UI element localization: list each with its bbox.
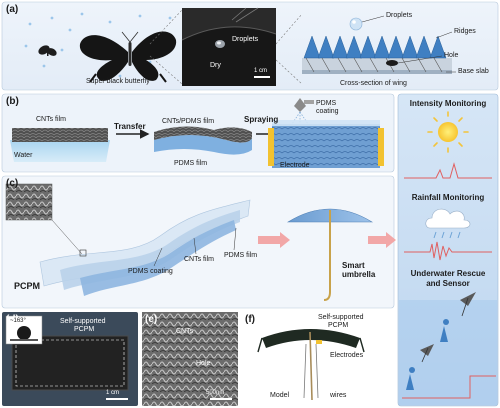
label-rainfall: Rainfall Monitoring bbox=[411, 193, 485, 202]
panel-letter-d: (d) bbox=[6, 314, 19, 325]
panel-letter-e: (e) bbox=[145, 314, 158, 325]
leader-pdms-coating bbox=[153, 247, 163, 267]
label-electrodes-f: Electrodes bbox=[330, 352, 364, 359]
sem-image-e bbox=[142, 312, 238, 406]
label-cnts-film-c: CNTs film bbox=[184, 256, 214, 263]
inset-connector bbox=[51, 219, 83, 255]
label-intensity: Intensity Monitoring bbox=[409, 99, 487, 108]
label-rescue-2: and Sensor bbox=[426, 279, 470, 288]
leader-droplets bbox=[361, 15, 385, 23]
zoom-connector bbox=[149, 9, 183, 85]
label-contact-angle: ~163° bbox=[10, 318, 26, 324]
label-pdms-film-c: PDMS film bbox=[224, 252, 258, 259]
diver-icon bbox=[440, 319, 449, 342]
label-wires-f: wires bbox=[330, 392, 347, 399]
label-pdms-coating-c: PDMS coating bbox=[128, 268, 173, 275]
small-butterfly-icon bbox=[38, 45, 57, 56]
composite-film bbox=[154, 126, 252, 155]
zoom-connector-2 bbox=[275, 13, 303, 85]
wing-photo bbox=[181, 7, 277, 87]
smart-umbrella-icon bbox=[286, 208, 374, 301]
droplet-surface-line bbox=[10, 339, 38, 341]
label-rescue-1: Underwater Rescue bbox=[410, 269, 486, 278]
sem-inset-c bbox=[5, 183, 53, 221]
label-smart-2: umbrella bbox=[342, 270, 376, 279]
umbrella-small-icon bbox=[460, 292, 476, 317]
pcpm-sample-outline bbox=[15, 339, 125, 387]
arrow-to-umbrella bbox=[258, 232, 290, 248]
panel-letter-b: (b) bbox=[6, 96, 19, 107]
label-scale-d: 1 cm bbox=[106, 390, 120, 396]
scale-bar-e bbox=[210, 398, 232, 400]
label-scale-e: 500nm bbox=[206, 390, 225, 396]
rainfall-signal bbox=[404, 241, 492, 261]
panel-letter-a: (a) bbox=[6, 4, 19, 15]
label-self-supported-d: Self-supported bbox=[60, 318, 106, 325]
label-base: Base slab bbox=[458, 68, 489, 75]
label-smart-1: Smart bbox=[342, 261, 365, 270]
leader-hole bbox=[397, 55, 443, 64]
sun-icon bbox=[427, 111, 469, 153]
coated-device bbox=[268, 120, 384, 168]
label-pdms-coating-2: coating bbox=[316, 108, 339, 115]
cloud-icon bbox=[425, 208, 471, 229]
label-composite-film: CNTs/PDMS film bbox=[162, 118, 215, 125]
scale-bar-d bbox=[106, 398, 128, 400]
layered-film bbox=[39, 199, 251, 296]
arrow-to-applications bbox=[368, 232, 396, 248]
label-model-f: Model bbox=[270, 392, 290, 399]
label-self-supported-f: Self-supported bbox=[318, 314, 364, 321]
label-hole-e: Hole bbox=[196, 360, 211, 367]
rain-dots bbox=[24, 12, 172, 78]
label-pcpm-f: PCPM bbox=[328, 322, 349, 329]
umbrella-model-icon bbox=[257, 329, 365, 401]
label-transfer: Transfer bbox=[114, 122, 146, 131]
label-ridges: Ridges bbox=[454, 28, 476, 35]
panel-letter-f: (f) bbox=[245, 314, 255, 325]
label-droplets: Droplets bbox=[232, 36, 259, 43]
butterfly-icon bbox=[79, 31, 177, 83]
wing-cross-section bbox=[302, 17, 452, 74]
label-pcpm: PCPM bbox=[14, 281, 41, 291]
droplet-on-surface bbox=[17, 326, 31, 340]
label-butterfly: Super black butterfly bbox=[86, 78, 150, 85]
diver-icon-2 bbox=[406, 367, 415, 390]
umbrella-small-icon-2 bbox=[420, 344, 434, 363]
label-water: Water bbox=[14, 152, 33, 159]
leader-ridges bbox=[435, 31, 453, 39]
label-dry: Dry bbox=[210, 62, 221, 69]
label-pdms-coating-1: PDMS bbox=[316, 100, 337, 107]
water-tray bbox=[10, 140, 110, 162]
intensity-signal bbox=[404, 162, 492, 179]
label-cnts-film-b: CNTs film bbox=[36, 116, 66, 123]
label-spraying: Spraying bbox=[244, 115, 279, 124]
pcpm-sample bbox=[11, 335, 129, 391]
leader-pdms-film bbox=[233, 227, 237, 251]
label-electrode: Electrode bbox=[280, 162, 310, 169]
panel-letter-c: (c) bbox=[6, 178, 19, 189]
rain-lines bbox=[433, 231, 461, 239]
label-cnts-e: CNTs bbox=[176, 328, 194, 335]
leader-cnts-film bbox=[193, 237, 197, 255]
rescue-signal bbox=[402, 375, 496, 399]
label-cross-section: Cross-section of wing bbox=[340, 80, 407, 87]
label-pdms-film-b: PDMS film bbox=[174, 160, 208, 167]
water-zone bbox=[399, 300, 497, 405]
label-pcpm-d: PCPM bbox=[74, 326, 95, 333]
cnts-film-on-water bbox=[12, 128, 108, 142]
label-droplets-2: Droplets bbox=[386, 12, 413, 19]
label-hole: Hole bbox=[444, 52, 459, 59]
label-scale-a: 1 cm bbox=[254, 68, 268, 74]
